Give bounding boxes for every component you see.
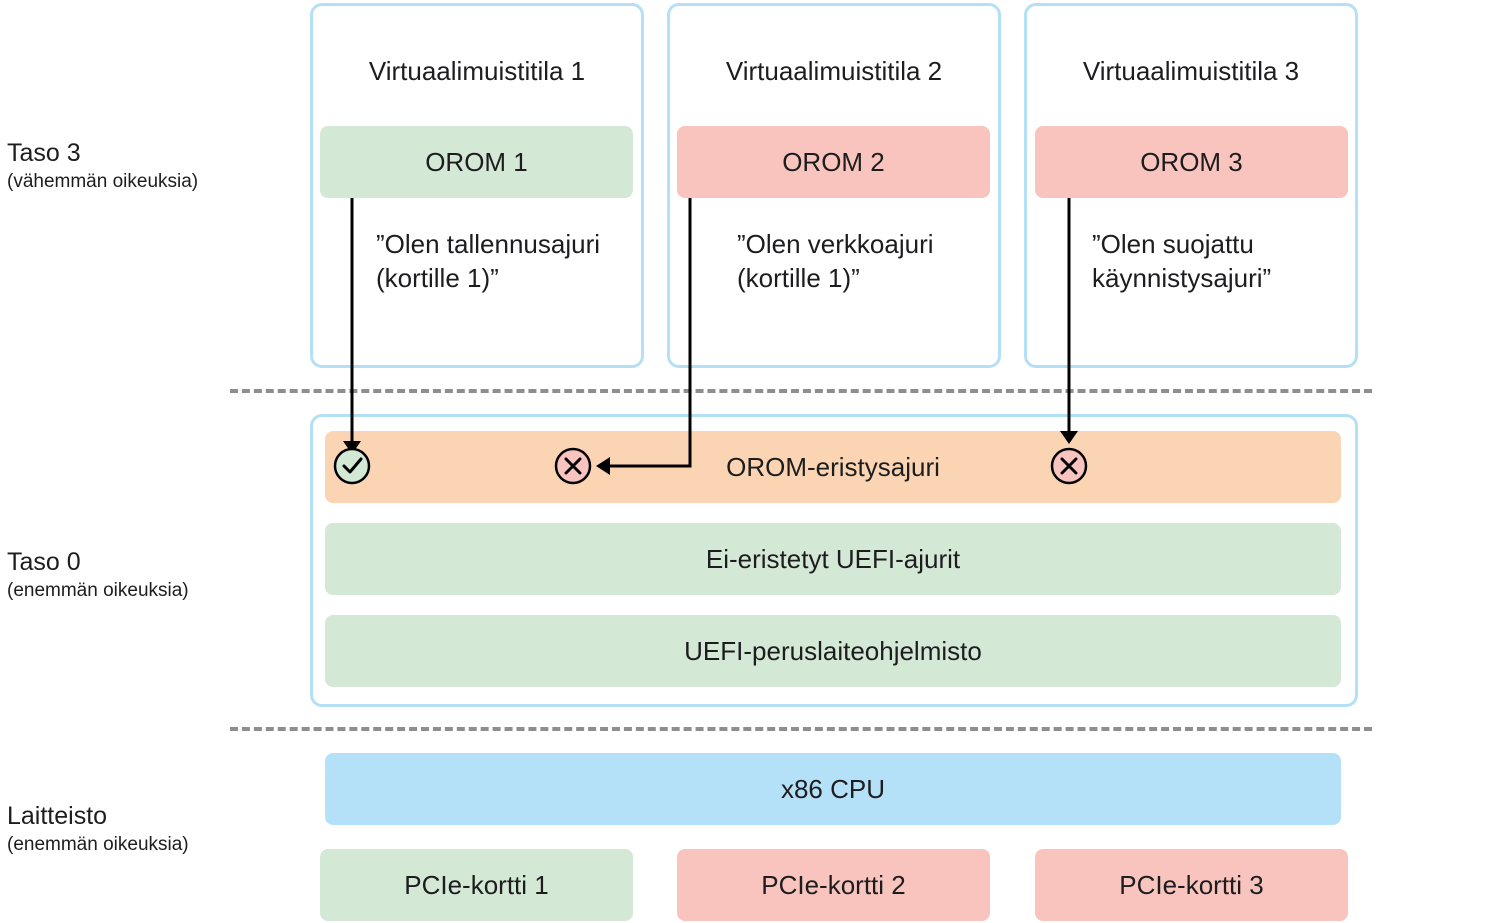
orom-2-arrowhead bbox=[596, 457, 610, 475]
pcie-card-1: PCIe-kortti 1 bbox=[320, 849, 633, 921]
vm-3-title: Virtuaalimuistitila 3 bbox=[1082, 56, 1300, 86]
orom-isolation-driver: OROM-eristysajuri bbox=[325, 431, 1341, 503]
vm-1-title: Virtuaalimuistitila 1 bbox=[368, 56, 586, 86]
orom-1: OROM 1 bbox=[320, 126, 633, 198]
orom-2: OROM 2 bbox=[677, 126, 990, 198]
level-0-title: Taso 0 bbox=[7, 548, 81, 576]
orom-2-claim-line-2: (kortille 1)” bbox=[737, 263, 860, 293]
hardware-subtitle: (enemmän oikeuksia) bbox=[7, 834, 189, 855]
orom-2-claim: ”Olen verkkoajuri (kortille 1)” bbox=[737, 227, 934, 295]
orom-3-arrowhead bbox=[1060, 431, 1078, 444]
separator-level0-hardware bbox=[230, 727, 1372, 731]
x86-cpu: x86 CPU bbox=[325, 753, 1341, 825]
level-3-subtitle: (vähemmän oikeuksia) bbox=[7, 171, 199, 192]
orom-1-arrowhead bbox=[343, 441, 361, 454]
non-isolated-uefi-drivers: Ei-eristetyt UEFI-ajurit bbox=[325, 523, 1341, 595]
orom-1-claim-line-2: (kortille 1)” bbox=[376, 263, 499, 293]
orom-3-claim-line-1: ”Olen suojattu bbox=[1092, 229, 1254, 259]
level-0-subtitle: (enemmän oikeuksia) bbox=[7, 580, 189, 601]
x-mark-icon bbox=[1050, 447, 1088, 485]
orom-3-claim: ”Olen suojattu käynnistysajuri” bbox=[1092, 227, 1271, 295]
orom-1-claim: ”Olen tallennusajuri (kortille 1)” bbox=[376, 227, 600, 295]
checkmark-icon bbox=[333, 447, 371, 485]
orom-3-claim-line-2: käynnistysajuri” bbox=[1092, 263, 1272, 293]
orom-3: OROM 3 bbox=[1035, 126, 1348, 198]
level-3-title: Taso 3 bbox=[7, 139, 81, 167]
orom-2-arrow bbox=[606, 198, 692, 468]
orom-2-claim-line-1: ”Olen verkkoajuri bbox=[737, 229, 934, 259]
uefi-base-firmware: UEFI-peruslaiteohjelmisto bbox=[325, 615, 1341, 687]
x-mark-icon bbox=[554, 447, 592, 485]
pcie-card-2: PCIe-kortti 2 bbox=[677, 849, 990, 921]
pcie-card-3: PCIe-kortti 3 bbox=[1035, 849, 1348, 921]
orom-1-claim-line-1: ”Olen tallennusajuri bbox=[376, 229, 601, 259]
hardware-title: Laitteisto bbox=[7, 802, 108, 830]
vm-2-title: Virtuaalimuistitila 2 bbox=[725, 56, 943, 86]
separator-level3-level0 bbox=[230, 389, 1372, 393]
